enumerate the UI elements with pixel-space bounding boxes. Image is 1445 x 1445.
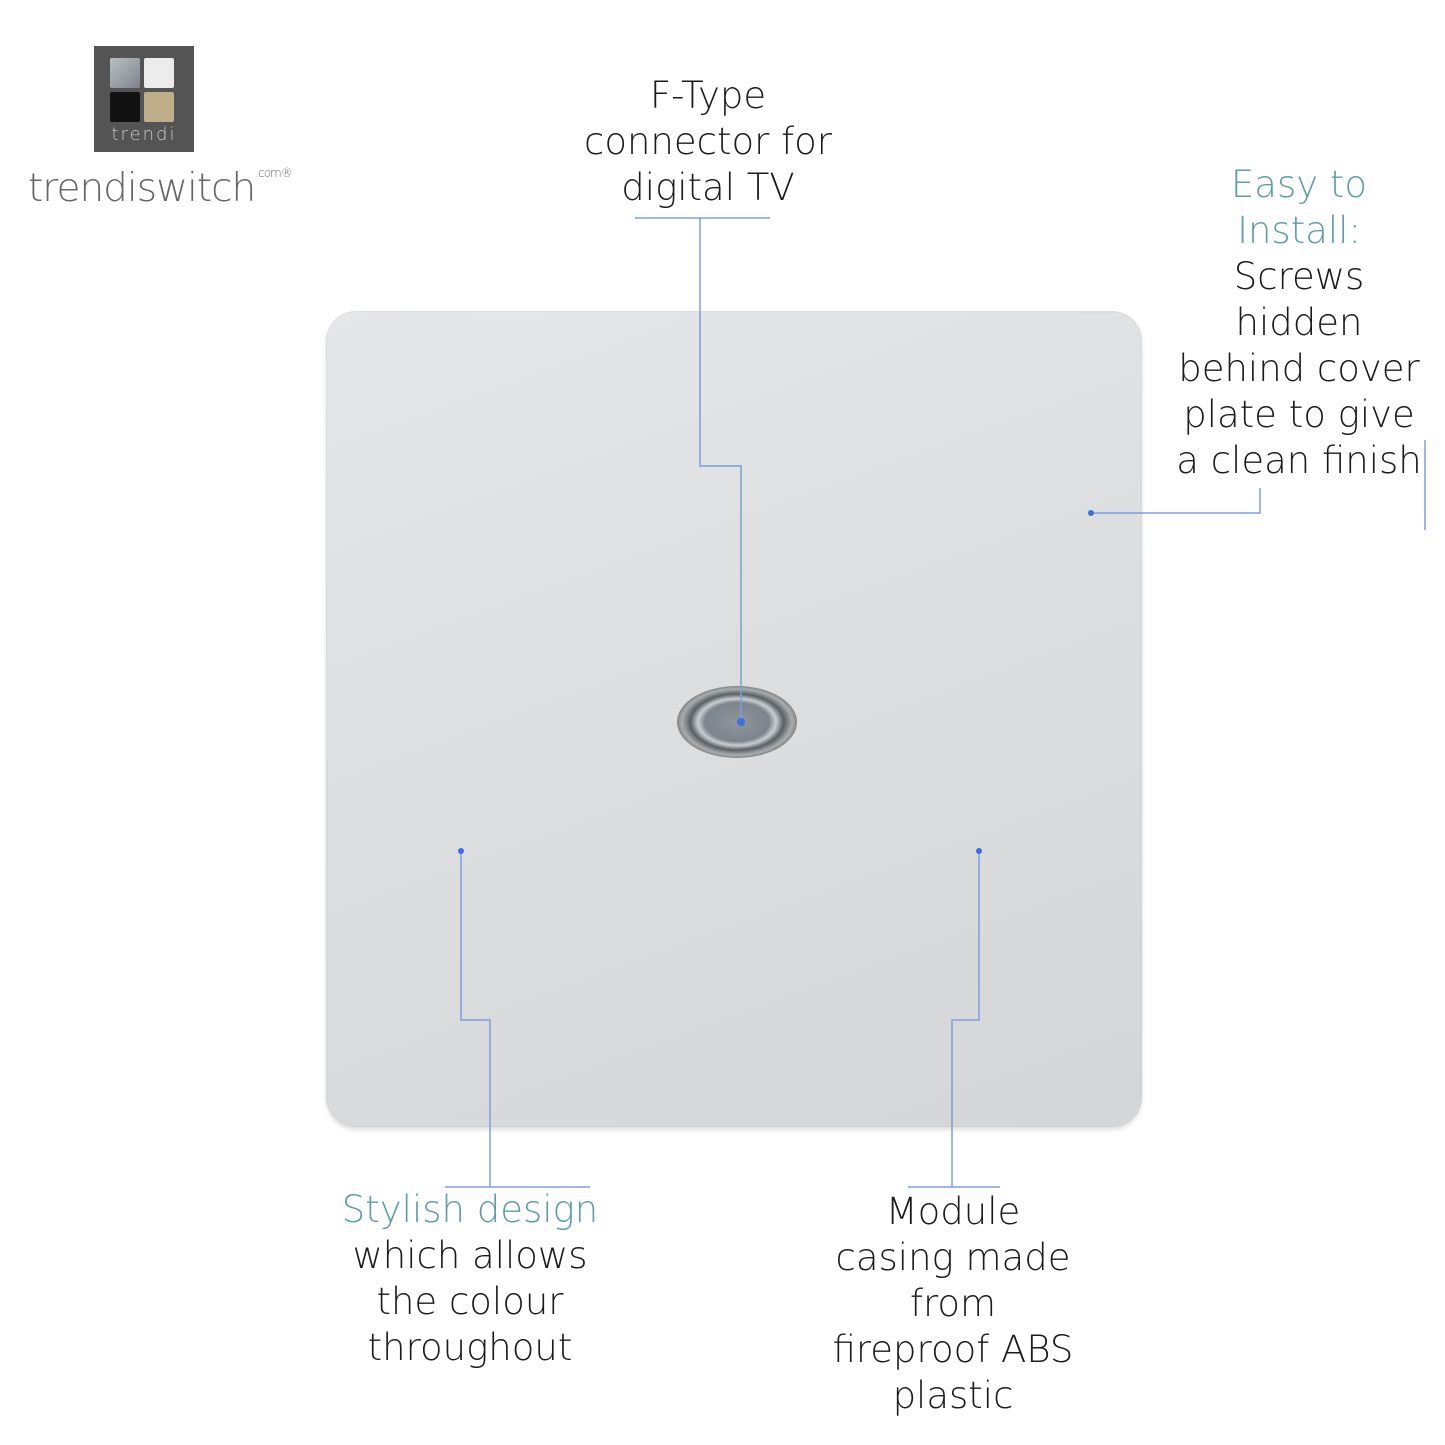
leader-line-bottom-right bbox=[908, 851, 1000, 1188]
trendi-logo: trendi bbox=[94, 46, 194, 152]
callout-line: hidden bbox=[1235, 301, 1363, 344]
leader-line-bottom-left bbox=[445, 851, 590, 1188]
callout-module-casing: Module casing made from fireproof ABS pl… bbox=[803, 1189, 1103, 1419]
callout-line: from bbox=[909, 1282, 997, 1325]
callout-heading: Stylish design bbox=[341, 1188, 599, 1231]
callout-line: Screws bbox=[1233, 255, 1365, 298]
callout-f-type: F-Type connector for digital TV bbox=[558, 73, 858, 211]
logo-tile-black bbox=[110, 92, 140, 122]
callout-heading: Easy to bbox=[1230, 163, 1368, 206]
callout-heading: Install: bbox=[1237, 209, 1361, 252]
callout-line: Module bbox=[885, 1190, 1021, 1233]
callout-line: which allows bbox=[352, 1234, 588, 1277]
point-marker bbox=[458, 848, 464, 854]
leader-line-right bbox=[1090, 440, 1426, 530]
callout-line: behind cover bbox=[1178, 347, 1420, 390]
callout-line: fireproof ABS bbox=[832, 1328, 1074, 1371]
brand-suffix: .com® bbox=[255, 166, 292, 180]
brand-name: trendiswitch bbox=[28, 166, 256, 211]
point-marker bbox=[737, 718, 745, 726]
callout-line: F-Type bbox=[649, 74, 767, 117]
callout-line: casing made bbox=[835, 1236, 1071, 1279]
leader-line-top bbox=[635, 217, 770, 722]
logo-tile-silver bbox=[110, 58, 140, 88]
logo-tile-gold bbox=[144, 92, 174, 122]
callout-easy-install: Easy to Install: Screws hidden behind co… bbox=[1169, 162, 1429, 484]
callout-line: digital TV bbox=[621, 166, 795, 209]
callout-stylish-design: Stylish design which allows the colour t… bbox=[320, 1187, 620, 1371]
point-marker bbox=[976, 848, 982, 854]
point-marker bbox=[1088, 510, 1094, 516]
logo-box-text: trendi bbox=[111, 124, 177, 145]
logo-tile-white bbox=[144, 58, 174, 88]
callout-line: connector for bbox=[584, 120, 832, 163]
callout-line: plastic bbox=[892, 1374, 1014, 1417]
callout-line: throughout bbox=[367, 1326, 573, 1369]
callout-line: a clean finish bbox=[1176, 439, 1422, 482]
brand-wordmark: trendiswitch.com® bbox=[28, 166, 293, 211]
callout-line: plate to give bbox=[1183, 393, 1415, 436]
callout-line: the colour bbox=[376, 1280, 564, 1323]
